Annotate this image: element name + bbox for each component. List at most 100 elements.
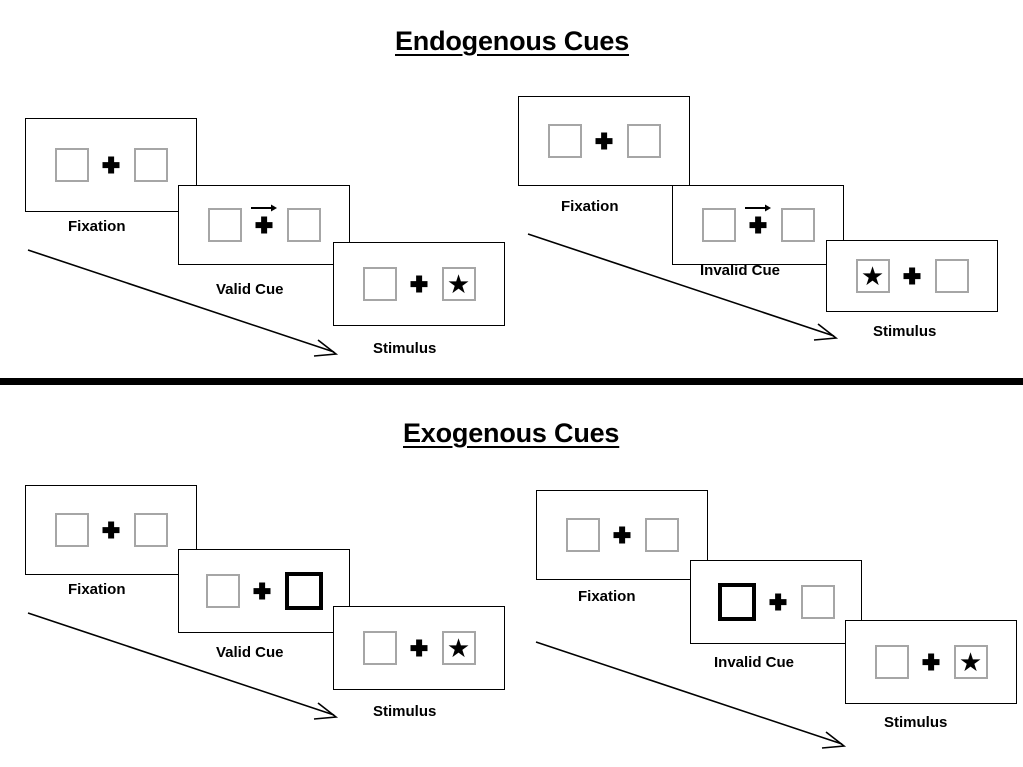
panel-content — [26, 119, 196, 211]
panel-content — [537, 491, 707, 579]
fixation-cross-icon — [250, 204, 277, 234]
fixation-cross-icon — [923, 654, 940, 671]
placeholder-box-right — [133, 148, 168, 182]
placeholder-box-left — [855, 259, 890, 293]
target-star-icon: ★ — [860, 261, 885, 291]
panel-content — [26, 486, 196, 574]
caption-endogenous-invalid-stimulus: Stimulus — [873, 323, 937, 340]
right-box-slot — [626, 124, 661, 158]
left-box-slot — [362, 267, 397, 301]
caption-exogenous-valid-fixation: Fixation — [68, 581, 126, 598]
right-box-slot: ★ — [441, 631, 476, 665]
right-box-slot — [286, 208, 321, 242]
placeholder-box-left — [701, 208, 736, 242]
target-star-icon: ★ — [446, 269, 471, 299]
fixation-cross-icon — [744, 204, 771, 234]
cued-box-right — [284, 572, 323, 610]
caption-endogenous-invalid-cue: Invalid Cue — [700, 262, 781, 279]
panel-exogenous-valid-fixation — [25, 485, 197, 575]
panel-endogenous-valid-fixation — [25, 118, 197, 212]
placeholder-box-left — [54, 148, 89, 182]
caption-endogenous-valid-stimulus: Stimulus — [373, 340, 437, 357]
left-box-slot — [207, 208, 242, 242]
right-box-slot — [934, 259, 969, 293]
left-box-slot — [54, 148, 89, 182]
fixation-cross-icon — [596, 133, 613, 150]
left-box-slot: ★ — [855, 259, 890, 293]
placeholder-box-right — [953, 645, 988, 679]
left-box-slot — [547, 124, 582, 158]
right-box-slot — [780, 208, 815, 242]
panel-endogenous-invalid-stimulus: ★ — [826, 240, 998, 312]
placeholder-box-right — [800, 585, 835, 619]
left-box-slot — [565, 518, 600, 552]
fixation-cross-icon — [411, 640, 428, 657]
panel-endogenous-valid-cue — [178, 185, 350, 265]
panel-exogenous-valid-stimulus: ★ — [333, 606, 505, 690]
section-divider — [0, 378, 1023, 385]
placeholder-box-right — [133, 513, 168, 547]
placeholder-box-right — [441, 267, 476, 301]
placeholder-box-left — [362, 631, 397, 665]
arrow-right-cue-icon — [744, 204, 771, 211]
fixation-cross-icon — [614, 527, 631, 544]
panel-content: ★ — [846, 621, 1016, 703]
panel-exogenous-valid-cue — [178, 549, 350, 633]
panel-content — [179, 186, 349, 264]
right-box-slot — [800, 585, 835, 619]
right-box-slot — [644, 518, 679, 552]
placeholder-box-right — [441, 631, 476, 665]
panel-content: ★ — [334, 607, 504, 689]
caption-endogenous-valid-fixation: Fixation — [68, 218, 126, 235]
caption-exogenous-valid-cue: Valid Cue — [216, 644, 284, 661]
placeholder-box-left — [205, 574, 240, 608]
left-box-slot — [362, 631, 397, 665]
panel-content — [519, 97, 689, 185]
fixation-cross-icon — [411, 276, 428, 293]
panel-exogenous-invalid-stimulus: ★ — [845, 620, 1017, 704]
right-box-slot: ★ — [441, 267, 476, 301]
left-box-slot — [717, 583, 756, 621]
fixation-cross-icon — [770, 594, 787, 611]
right-box-slot: ★ — [953, 645, 988, 679]
panel-exogenous-invalid-fixation — [536, 490, 708, 580]
panel-content — [179, 550, 349, 632]
caption-exogenous-invalid-cue: Invalid Cue — [714, 654, 795, 671]
cued-box-left — [717, 583, 756, 621]
panel-content — [673, 186, 843, 264]
section-title-endogenous: Endogenous Cues — [395, 26, 630, 56]
panel-endogenous-invalid-cue — [672, 185, 844, 265]
placeholder-box-right — [286, 208, 321, 242]
fixation-cross-icon — [103, 157, 120, 174]
panel-content: ★ — [827, 241, 997, 311]
section-title-exogenous: Exogenous Cues — [403, 418, 620, 448]
caption-exogenous-valid-stimulus: Stimulus — [373, 703, 437, 720]
panel-content — [691, 561, 861, 643]
panel-exogenous-invalid-cue — [690, 560, 862, 644]
left-box-slot — [205, 574, 240, 608]
caption-endogenous-invalid-fixation: Fixation — [561, 198, 619, 215]
left-box-slot — [54, 513, 89, 547]
caption-endogenous-valid-cue: Valid Cue — [216, 281, 284, 298]
right-box-slot — [133, 513, 168, 547]
placeholder-box-right — [934, 259, 969, 293]
placeholder-box-right — [644, 518, 679, 552]
placeholder-box-right — [626, 124, 661, 158]
placeholder-box-left — [565, 518, 600, 552]
placeholder-box-left — [54, 513, 89, 547]
arrow-right-cue-icon — [250, 204, 277, 211]
flow-arrow-exogenous-invalid — [535, 641, 847, 749]
placeholder-box-left — [362, 267, 397, 301]
right-box-slot — [284, 572, 323, 610]
caption-exogenous-invalid-fixation: Fixation — [578, 588, 636, 605]
panel-content: ★ — [334, 243, 504, 325]
placeholder-box-left — [547, 124, 582, 158]
fixation-cross-icon — [103, 522, 120, 539]
left-box-slot — [701, 208, 736, 242]
left-box-slot — [874, 645, 909, 679]
placeholder-box-right — [780, 208, 815, 242]
panel-endogenous-invalid-fixation — [518, 96, 690, 186]
fixation-cross-icon — [904, 268, 921, 285]
panel-endogenous-valid-stimulus: ★ — [333, 242, 505, 326]
caption-exogenous-invalid-stimulus: Stimulus — [884, 714, 948, 731]
